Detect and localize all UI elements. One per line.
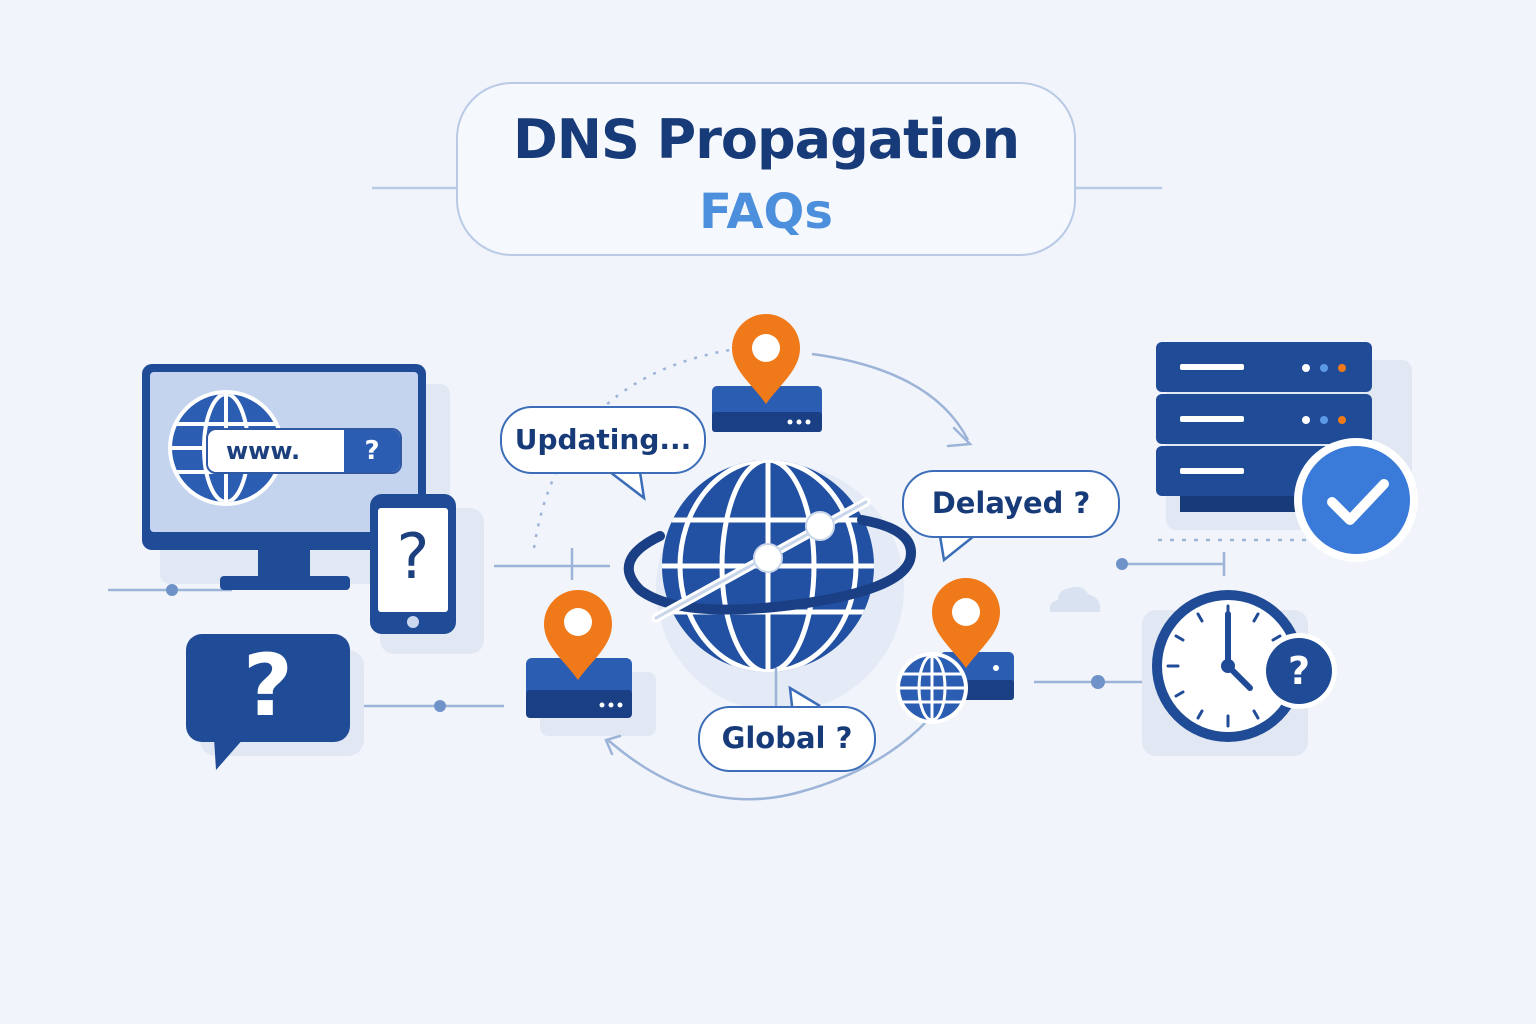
url-text: www. <box>226 437 301 465</box>
chat-question-mark: ? <box>243 636 293 736</box>
page-title: DNS Propagation <box>512 108 1020 171</box>
bubble-tails <box>609 471 975 708</box>
bubble-delayed: Delayed ? <box>902 470 1120 538</box>
bubble-updating: Updating... <box>500 406 706 474</box>
title-box: DNS Propagation FAQs <box>456 82 1076 256</box>
globe-orbit-ring <box>623 515 916 615</box>
bubble-global: Global ? <box>698 706 876 772</box>
server-node-icon <box>526 658 632 718</box>
orbit-arrowheads <box>604 426 973 756</box>
location-pin-icon <box>932 578 1000 668</box>
phone-icon <box>370 494 456 634</box>
location-pin-icon <box>544 590 612 680</box>
chat-bubble-icon <box>186 634 350 770</box>
server-node-icon <box>712 386 822 432</box>
page-subtitle: FAQs <box>699 184 833 240</box>
url-bar: www. ? <box>206 428 402 474</box>
propagation-path-line <box>651 497 871 623</box>
location-pin-icon <box>732 314 800 404</box>
orbit-arcs <box>532 348 970 801</box>
clock-icon <box>1152 590 1304 742</box>
connector-lines <box>108 538 1306 708</box>
check-circle-icon <box>1294 438 1418 562</box>
phone-question-mark: ? <box>396 520 430 593</box>
clock-question-mark: ? <box>1287 649 1311 693</box>
connector-dots <box>166 558 1128 712</box>
url-question-mark: ? <box>344 430 400 472</box>
globe-icon <box>896 652 968 724</box>
clock-question-badge <box>1261 633 1337 709</box>
cloud-icon <box>1049 586 1101 612</box>
